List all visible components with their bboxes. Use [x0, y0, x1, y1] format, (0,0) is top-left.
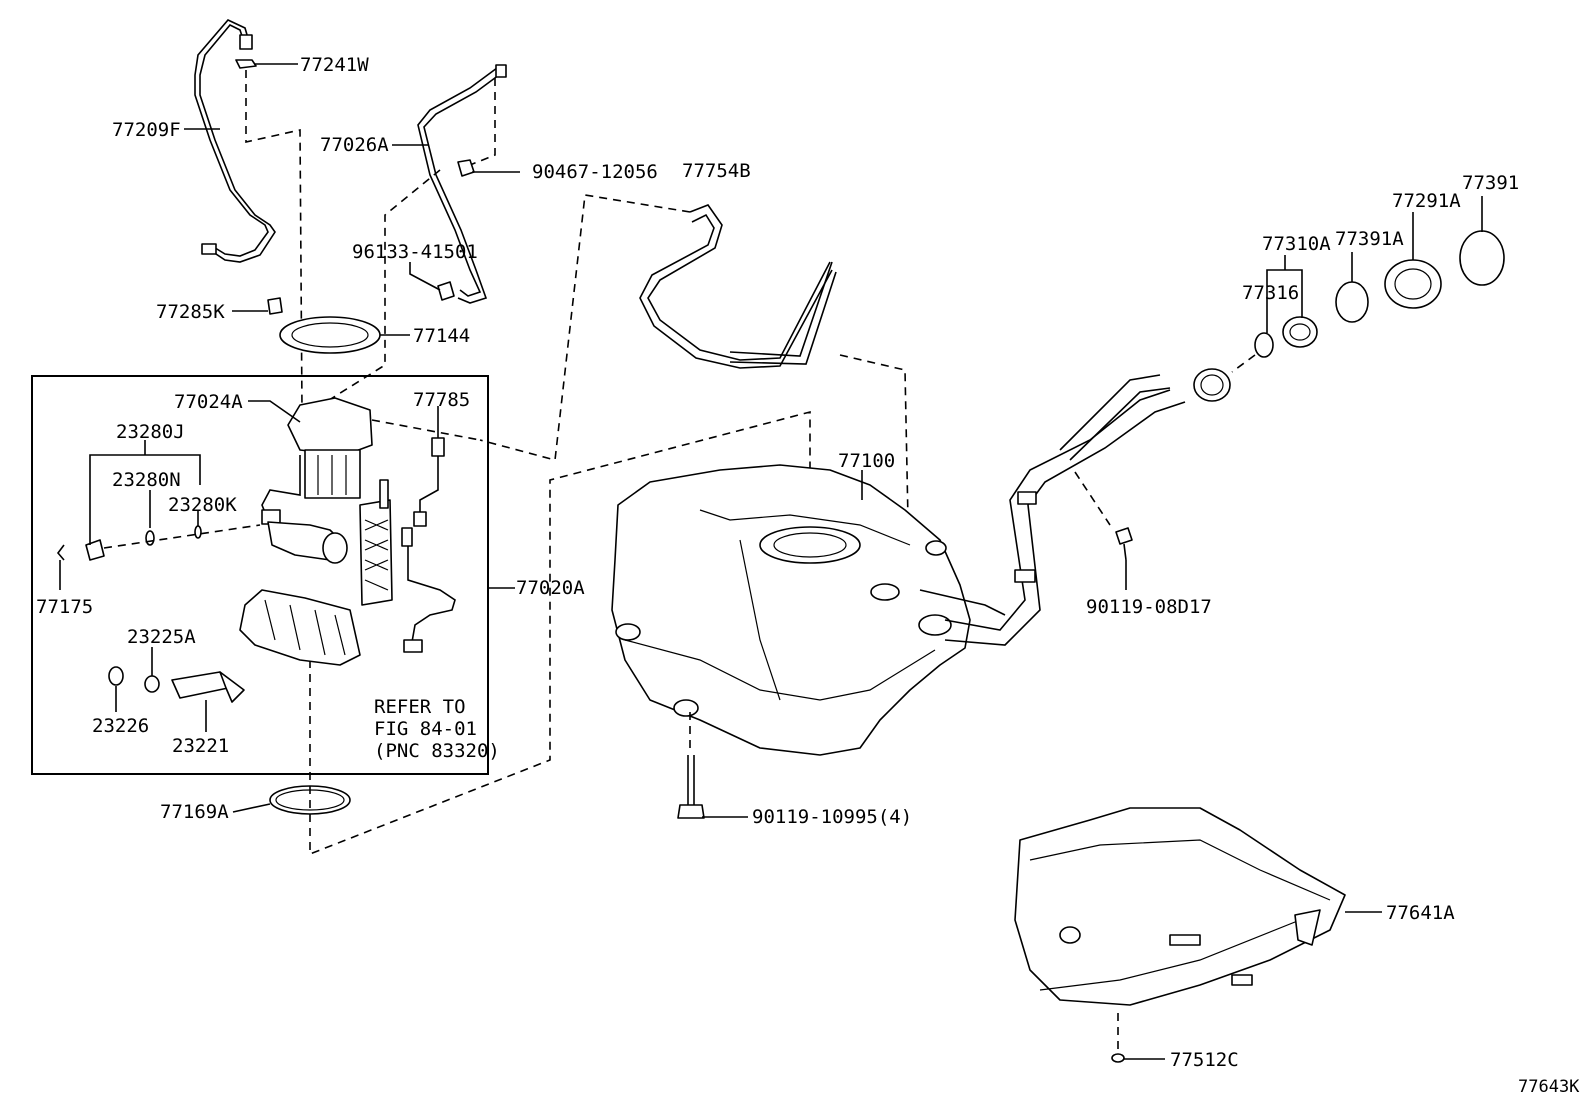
label-77100: 77100: [838, 450, 895, 472]
label-77285K: 77285K: [156, 301, 225, 323]
label-77241W: 77241W: [300, 54, 369, 76]
label-77291A: 77291A: [1392, 190, 1461, 212]
label-23280K: 23280K: [168, 494, 237, 516]
label-77144: 77144: [413, 325, 470, 347]
refer-note-line-3: (PNC 83320): [374, 740, 500, 762]
label-77026A: 77026A: [320, 134, 389, 156]
ring-23226: [108, 666, 124, 686]
label-90119-10995: 90119-10995(4): [752, 806, 912, 828]
part-number-labels: 77241W 77209F 77026A 90467-12056 77754B …: [36, 54, 1580, 1097]
leader-lines: [59, 63, 1483, 1060]
refer-note-line-2: FIG 84-01: [374, 718, 477, 740]
fuel-tank-77100: [611, 464, 971, 756]
refer-note-line-1: REFER TO: [374, 696, 466, 718]
label-77316: 77316: [1242, 282, 1299, 304]
vent-hose-77754B: [639, 204, 837, 369]
seal-77391A: [1335, 281, 1369, 323]
cushion-23225A: [144, 675, 160, 693]
fuel-filter-77175: [56, 539, 105, 561]
bolt-90119-10995: [677, 755, 705, 819]
label-90467-12056: 90467-12056: [532, 161, 658, 183]
label-77391: 77391: [1462, 172, 1519, 194]
housing-77291A: [1384, 259, 1442, 309]
fuel-cap-77310A: [1282, 316, 1318, 348]
hose-77209F: [194, 19, 276, 263]
sub-assembly-frame: [31, 375, 489, 775]
label-77310A: 77310A: [1262, 233, 1331, 255]
filler-pipe: [919, 368, 1231, 646]
clip-77285K: [267, 297, 283, 315]
label-23225A: 23225A: [127, 626, 196, 648]
label-23221: 23221: [172, 735, 229, 757]
label-77020A: 77020A: [516, 577, 585, 599]
label-23226: 23226: [92, 715, 149, 737]
label-77024A: 77024A: [174, 391, 243, 413]
clamp-96133-41501: [437, 281, 455, 301]
label-77785: 77785: [413, 389, 470, 411]
label-23280J: 23280J: [116, 421, 185, 443]
label-77175: 77175: [36, 596, 93, 618]
sensor-harness-77785: [401, 437, 456, 653]
pump-bracket-assembly: [239, 589, 361, 666]
o-ring-23280K: [194, 525, 202, 539]
label-77169A: 77169A: [160, 801, 229, 823]
bolt-90119-08D17: [1115, 527, 1133, 561]
label-77391A: 77391A: [1335, 228, 1404, 250]
label-77209F: 77209F: [112, 119, 181, 141]
fuel-pump-module-77024A: [261, 397, 373, 564]
gasket-77316: [1254, 332, 1274, 358]
gasket-77144: [279, 316, 381, 354]
fuel-pump-23221: [171, 671, 245, 703]
label-23280N: 23280N: [112, 469, 181, 491]
seal-77391: [1459, 230, 1505, 286]
label-77641A: 77641A: [1386, 902, 1455, 924]
clip-77241W: [235, 59, 257, 69]
hose-77026A: [417, 64, 507, 304]
clip-77512C: [1111, 1053, 1125, 1063]
protector-77641A: [1014, 807, 1346, 1006]
level-sender-bracket: [359, 479, 393, 606]
label-77754B: 77754B: [682, 160, 751, 182]
label-77512C: 77512C: [1170, 1049, 1239, 1071]
o-ring-23280N: [145, 530, 155, 546]
clip-90467-12056: [457, 159, 475, 177]
label-96133-41501: 96133-41501: [352, 241, 478, 263]
label-90119-08D17: 90119-08D17: [1086, 596, 1212, 618]
diagram-code: 77643K: [1518, 1077, 1580, 1097]
